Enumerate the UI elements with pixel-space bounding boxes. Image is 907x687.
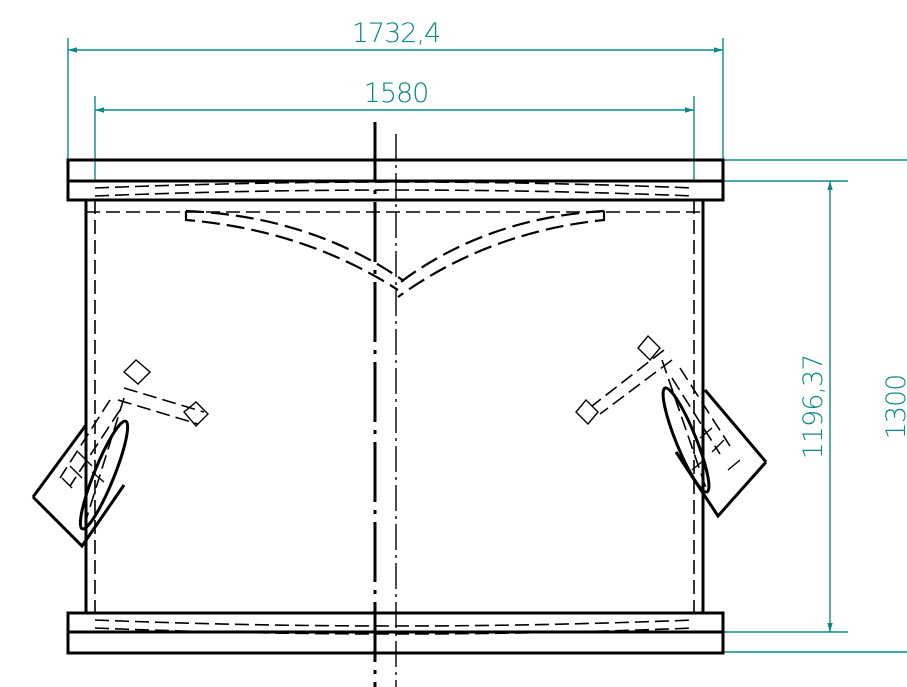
body-shell [84,200,705,613]
dimension-inner-height [703,180,848,633]
dimension-label-overall-width: 1732,4 [352,18,440,49]
center-axis [373,122,397,687]
dimension-label-overall-height: 1300 [881,375,907,440]
dimension-overall-height [723,159,907,653]
dimension-label-inner-height: 1196,37 [798,355,829,460]
dimension-inner-width [94,96,695,182]
dimension-label-inner-width: 1580 [364,78,429,109]
dimension-overall-width [67,38,724,160]
left-nozzle [31,359,209,549]
right-nozzle [575,334,768,519]
internal-vanes [184,209,606,298]
